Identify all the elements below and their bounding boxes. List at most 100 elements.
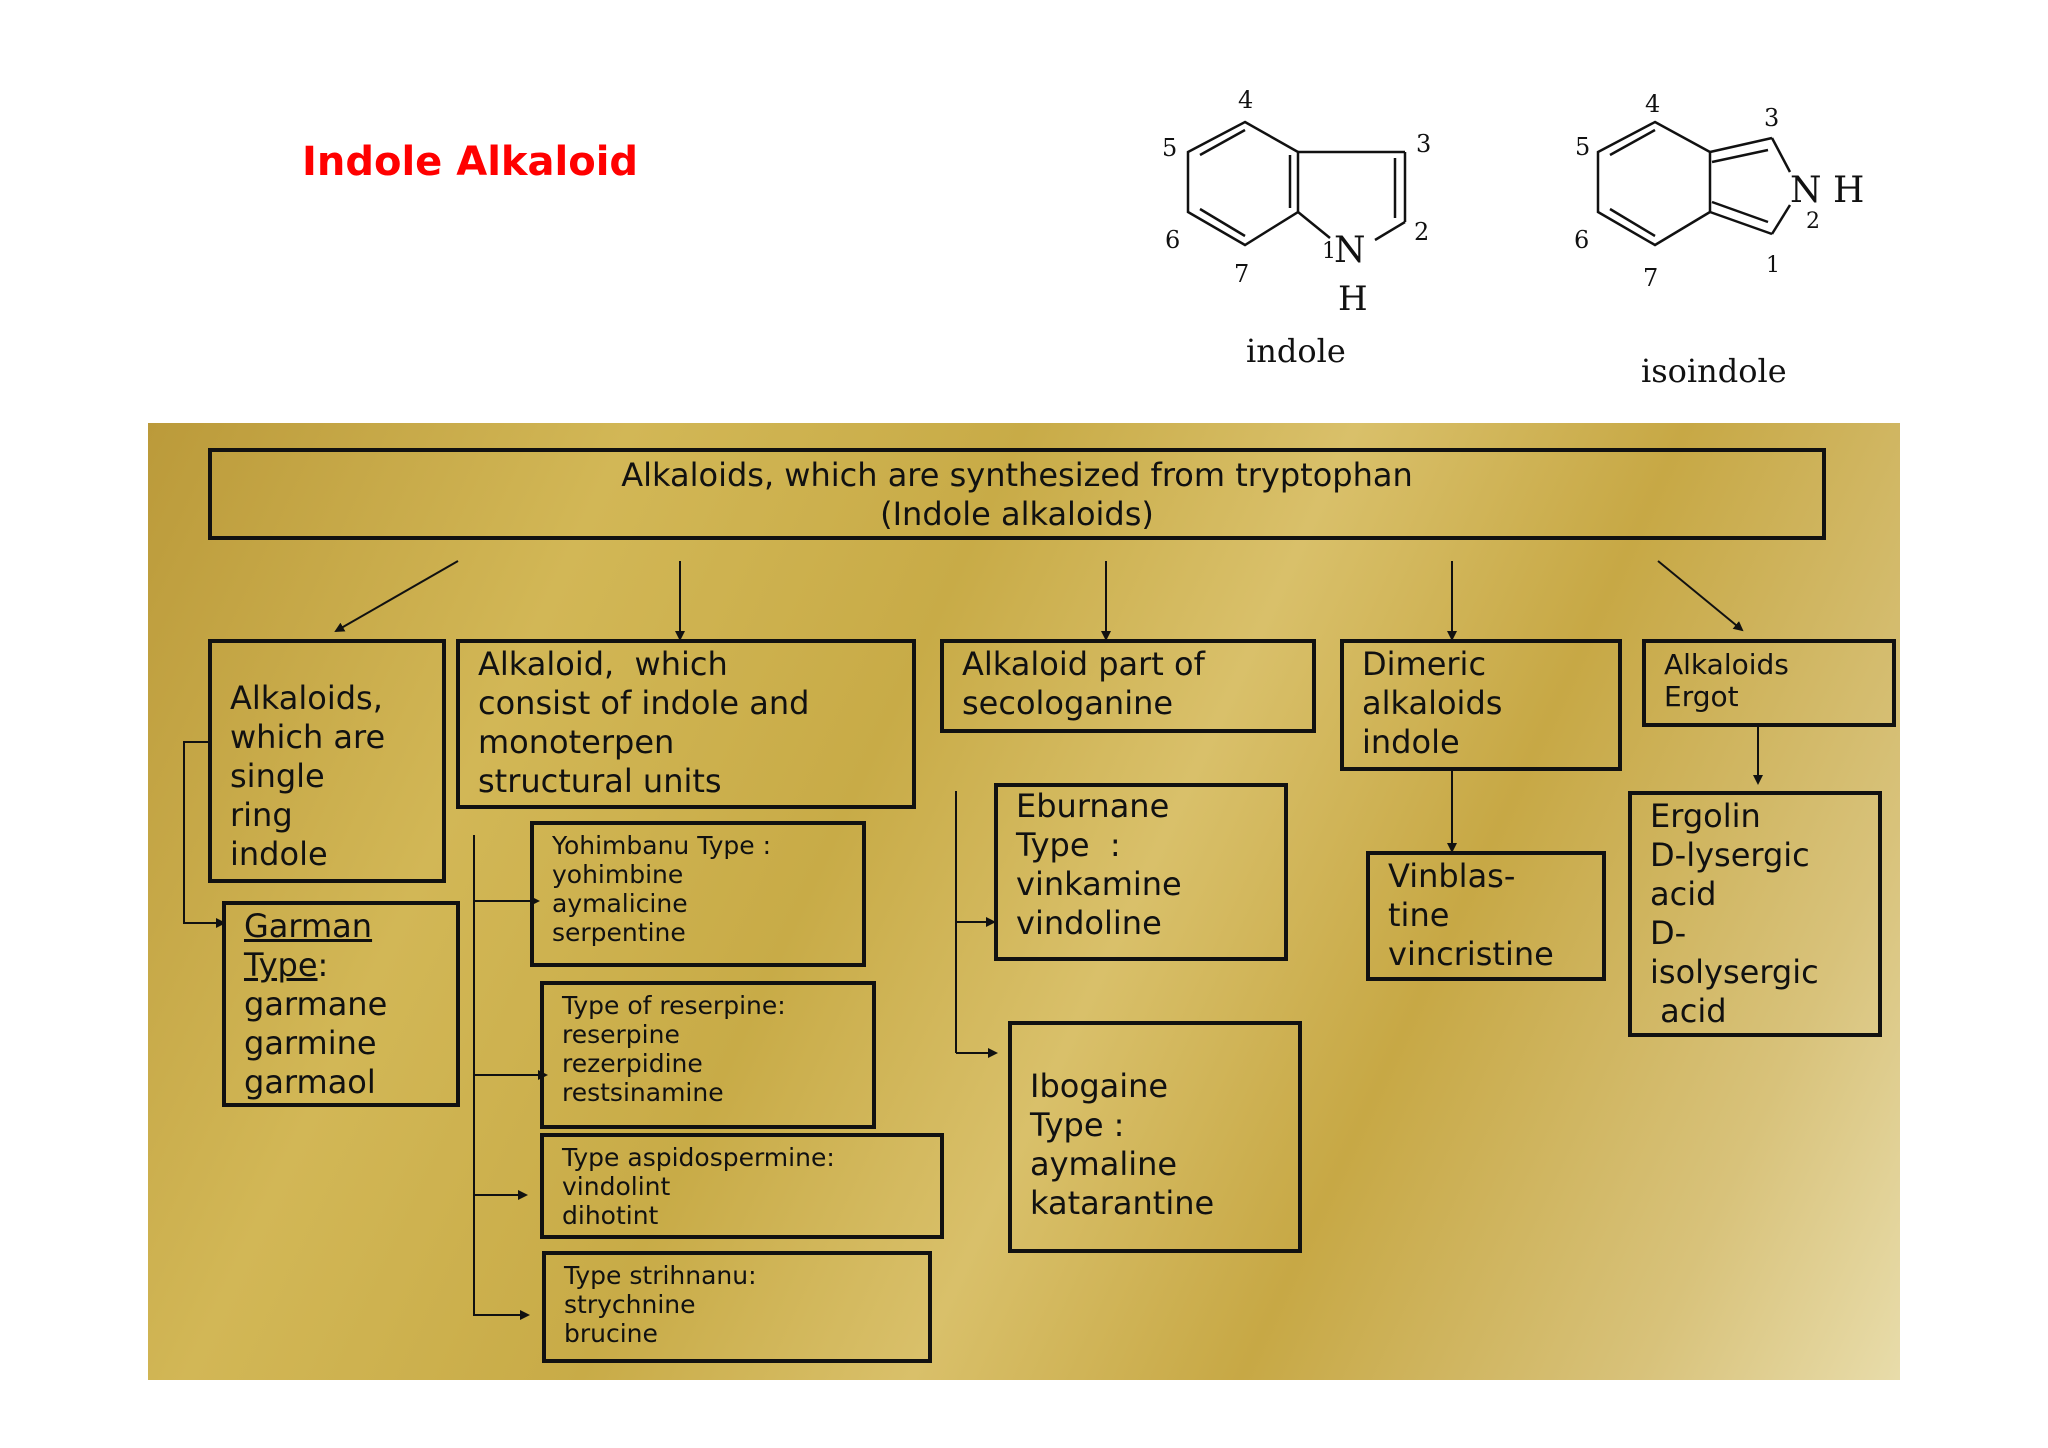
- isoindole-nh-label: N H: [1790, 170, 1864, 211]
- yohimbanu-type-box: Yohimbanu Type : yohimbine aymalicine se…: [530, 821, 866, 967]
- isoindole-atom-7: 7: [1643, 264, 1658, 292]
- vinblastine-line-2: tine: [1388, 896, 1450, 934]
- yohimbanu-line-3: aymalicine: [552, 889, 688, 918]
- isoindole-atom-2: 2: [1806, 209, 1820, 234]
- indole-atom-3: 3: [1416, 130, 1431, 158]
- indole-atom-5: 5: [1162, 134, 1177, 162]
- aspidospermine-line-3: dihotint: [562, 1201, 659, 1230]
- strihnanu-type-box: Type strihnanu: strychnine brucine: [542, 1251, 932, 1363]
- indole-n-label: N: [1334, 230, 1366, 271]
- secologanine-box: Alkaloid part of secologanine: [940, 639, 1316, 733]
- ibogaine-line-4: katarantine: [1030, 1184, 1215, 1222]
- aspidospermine-type-box: Type aspidospermine: vindolint dihotint: [540, 1133, 944, 1239]
- isoindole-atom-6: 6: [1574, 226, 1589, 254]
- garman-type-box: Garman Type: garmane garmine garmaol: [222, 901, 460, 1107]
- vinblastine-line-3: vincristine: [1388, 935, 1554, 973]
- monoterpen-line-1: Alkaloid, which: [478, 645, 728, 683]
- ergolin-line-4: D-: [1650, 914, 1687, 952]
- yohimbanu-line-2: yohimbine: [552, 860, 684, 889]
- secologanine-line-1: Alkaloid part of: [962, 645, 1205, 683]
- eburnane-line-2: Type :: [1016, 826, 1121, 864]
- dimeric-line-3: indole: [1362, 723, 1460, 761]
- isoindole-atom-5: 5: [1575, 133, 1590, 161]
- single-ring-line-4: ring: [230, 796, 293, 834]
- garman-colon: :: [317, 946, 329, 984]
- isoindole-atom-4: 4: [1645, 90, 1660, 118]
- aspidospermine-line-2: vindolint: [562, 1172, 671, 1201]
- monoterpen-units-box: Alkaloid, which consist of indole and mo…: [456, 639, 916, 809]
- ergolin-line-3: acid: [1650, 875, 1717, 913]
- reserpine-type-box: Type of reserpine: reserpine rezerpidine…: [540, 981, 876, 1129]
- indole-atom-2: 2: [1414, 218, 1429, 246]
- ergolin-line-1: Ergolin: [1650, 797, 1761, 835]
- indole-labels: 4 5 6 7 3 2 1 N H indole: [1162, 86, 1431, 370]
- vinblastine-box: Vinblas- tine vincristine: [1366, 851, 1606, 981]
- reserpine-line-2: reserpine: [562, 1020, 680, 1049]
- isoindole-atom-1: 1: [1766, 253, 1780, 278]
- isoindole-structure: [1596, 120, 1792, 247]
- ibogaine-line-2: Type :: [1030, 1106, 1125, 1144]
- monoterpen-line-4: structural units: [478, 762, 722, 800]
- garman-item-3: garmaol: [244, 1063, 376, 1101]
- isoindole-atom-3: 3: [1764, 104, 1779, 132]
- dimeric-line-1: Dimeric: [1362, 645, 1487, 683]
- ergot-line-2: Ergot: [1664, 680, 1739, 713]
- dimeric-indole-box: Dimeric alkaloids indole: [1340, 639, 1622, 771]
- strihnanu-line-2: strychnine: [564, 1290, 696, 1319]
- root-line-1: Alkaloids, which are synthesized from tr…: [621, 456, 1413, 494]
- garman-heading: Garman: [244, 907, 373, 945]
- monoterpen-line-2: consist of indole and: [478, 684, 810, 722]
- ibogaine-line-1: Ibogaine: [1030, 1067, 1169, 1105]
- ergolin-line-2: D-lysergic: [1650, 836, 1810, 874]
- indole-h-label: H: [1338, 279, 1368, 319]
- connector-single-ring-garman: [183, 741, 226, 928]
- garman-item-1: garmane: [244, 985, 388, 1023]
- ergolin-line-6: acid: [1650, 992, 1727, 1030]
- ibogaine-line-3: aymaline: [1030, 1145, 1178, 1183]
- garman-type-line: Type:: [244, 946, 438, 985]
- arrow-to-ergot: [1657, 560, 1744, 632]
- dimeric-line-2: alkaloids: [1362, 684, 1503, 722]
- page-title: Indole Alkaloid: [302, 139, 639, 185]
- single-ring-line-1: Alkaloids,: [230, 679, 383, 717]
- strihnanu-line-3: brucine: [564, 1319, 658, 1348]
- classification-panel: Alkaloids, which are synthesized from tr…: [148, 423, 1900, 1380]
- strihnanu-line-1: Type strihnanu:: [564, 1261, 757, 1290]
- secologanine-line-2: secologanine: [962, 684, 1174, 722]
- ergot-alkaloids-box: Alkaloids Ergot: [1642, 639, 1896, 727]
- indole-name: indole: [1246, 332, 1346, 370]
- single-ring-line-3: single: [230, 757, 325, 795]
- garman-type-word: Type: [244, 946, 318, 984]
- vinblastine-line-1: Vinblas-: [1388, 857, 1516, 895]
- eburnane-line-1: Eburnane: [1016, 787, 1170, 825]
- monoterpen-line-3: monoterpen: [478, 723, 675, 761]
- indole-structure: [1186, 120, 1407, 247]
- ergolin-box: Ergolin D-lysergic acid D- isolysergic a…: [1628, 791, 1882, 1037]
- ergot-line-1: Alkaloids: [1664, 648, 1789, 681]
- arrow-to-single-ring: [334, 560, 459, 632]
- single-ring-line-2: which are: [230, 718, 386, 756]
- indole-atom-1: 1: [1322, 239, 1336, 264]
- eburnane-line-3: vinkamine: [1016, 865, 1182, 903]
- eburnane-type-box: Eburnane Type : vinkamine vindoline: [994, 783, 1288, 961]
- reserpine-line-3: rezerpidine: [562, 1049, 703, 1078]
- indole-atom-4: 4: [1238, 86, 1253, 114]
- indole-atom-6: 6: [1165, 226, 1180, 254]
- ibogaine-type-box: Ibogaine Type : aymaline katarantine: [1008, 1021, 1302, 1253]
- isoindole-labels: 4 5 6 7 3 2 1 N H isoindole: [1574, 90, 1864, 390]
- garman-item-2: garmine: [244, 1024, 377, 1062]
- reserpine-line-4: restsinamine: [562, 1078, 724, 1107]
- connector-lines: [183, 560, 1763, 1320]
- chemical-structures: 4 5 6 7 3 2 1 N H indole 4 5 6 7 3 2 1 N…: [1162, 86, 1864, 390]
- yohimbanu-line-4: serpentine: [552, 918, 686, 947]
- ergolin-line-5: isolysergic: [1650, 953, 1819, 991]
- aspidospermine-line-1: Type aspidospermine:: [562, 1143, 835, 1172]
- root-line-2: (Indole alkaloids): [880, 495, 1154, 533]
- single-ring-indole-box: Alkaloids, which are single ring indole: [208, 639, 446, 883]
- eburnane-line-4: vindoline: [1016, 904, 1162, 942]
- single-ring-line-5: indole: [230, 835, 328, 873]
- isoindole-name: isoindole: [1641, 352, 1787, 390]
- yohimbanu-line-1: Yohimbanu Type :: [552, 831, 772, 860]
- tryptophan-root-box: Alkaloids, which are synthesized from tr…: [208, 448, 1826, 540]
- reserpine-line-1: Type of reserpine:: [562, 991, 786, 1020]
